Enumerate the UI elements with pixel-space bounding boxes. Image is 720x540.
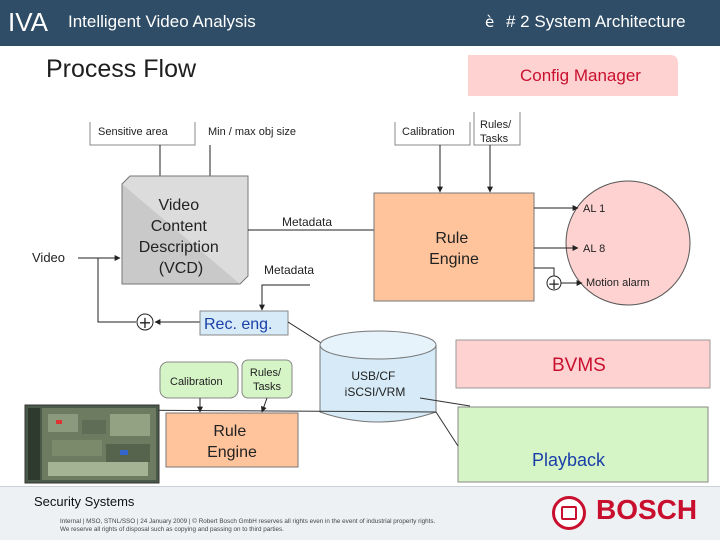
page-title: Process Flow: [46, 55, 197, 83]
bvms-box: [455, 339, 711, 389]
rule-engine-bottom-label: Rule Engine: [207, 423, 257, 461]
footer: [0, 486, 720, 540]
al8-label: AL 8: [583, 243, 605, 255]
section-title: # 2 System Architecture: [506, 12, 686, 31]
storage-cylinder-top: [319, 330, 437, 360]
alarm-circle: [565, 180, 691, 306]
footer-legal-line-1: Internal | MSO, STNL/SSO | 24 January 20…: [60, 518, 436, 525]
footer-legal: Internal | MSO, STNL/SSO | 24 January 20…: [60, 518, 435, 534]
metadata-lower-label: Metadata: [264, 263, 314, 277]
arrow-rules-bottom: [260, 397, 268, 413]
min-max-size-label: Min / max obj size: [208, 126, 296, 138]
rules-tasks-bottom-label: Rules/ Tasks: [250, 367, 284, 393]
rules-tasks-top-text-line2: Tasks: [480, 133, 509, 145]
playback-pointer: [95, 409, 459, 447]
calibration-bottom-label: Calibration: [170, 376, 223, 388]
metadata-upper-label: Metadata: [282, 215, 332, 229]
rules-tasks-top-text: Rules/: [480, 119, 512, 131]
al1-label: AL 1: [583, 203, 605, 215]
playback-label: Playback: [532, 450, 606, 470]
rec-eng-box: [199, 310, 289, 336]
arrow-right-icon: è: [485, 13, 495, 31]
rules-tasks-bracket: [473, 112, 521, 146]
config-manager-tab: [468, 55, 678, 96]
bosch-logo-text: BOSCH: [596, 494, 698, 525]
motion-alarm-label: Motion alarm: [586, 277, 650, 289]
alarm-engine-to-plus: [534, 267, 555, 276]
rule-engine-bottom-box: [165, 412, 299, 468]
header-bar: [0, 0, 720, 46]
storage-to-playback-line: [419, 397, 471, 407]
sensitive-area-bracket: [89, 122, 196, 146]
alarm-plus-sign: +: [548, 275, 561, 293]
sensitive-area-label: Sensitive area: [98, 126, 169, 138]
video-line-to-rec: [97, 258, 136, 323]
title-iva: IVA: [8, 7, 48, 37]
storage-cylinder: [319, 345, 437, 423]
calibration-bottom-box: [159, 361, 239, 399]
config-manager-label: Config Manager: [520, 66, 641, 85]
rule-engine-top-label: Rule Engine: [429, 230, 479, 268]
vcd-label: Video Content Description (VCD): [139, 197, 223, 277]
metadata-lower-line: [261, 284, 310, 306]
rule-engine-top-box: [373, 192, 535, 302]
footer-legal-line-2: We reserve all rights of disposal such a…: [60, 526, 284, 533]
bvms-label: BVMS: [552, 355, 606, 376]
thumbnail-screenshot-icon: [24, 404, 160, 484]
vcd-box-depth: [121, 175, 249, 285]
footer-company: Security Systems: [34, 494, 135, 509]
rec-eng-label: Rec. eng.: [204, 316, 272, 333]
calibration-top-label: Calibration: [402, 126, 455, 138]
calibration-bracket: [394, 122, 471, 146]
rec-plus-sign: +: [138, 313, 151, 332]
title-subtitle: Intelligent Video Analysis: [68, 12, 256, 31]
playback-box: [457, 406, 709, 483]
rules-tasks-top-label: Rules/ Tasks: [480, 119, 514, 145]
storage-label: USB/CF iSCSI/VRM: [345, 369, 406, 399]
rec-plus-circle: [136, 313, 154, 331]
bosch-logo-icon: [552, 496, 586, 530]
video-label: Video: [32, 250, 65, 265]
